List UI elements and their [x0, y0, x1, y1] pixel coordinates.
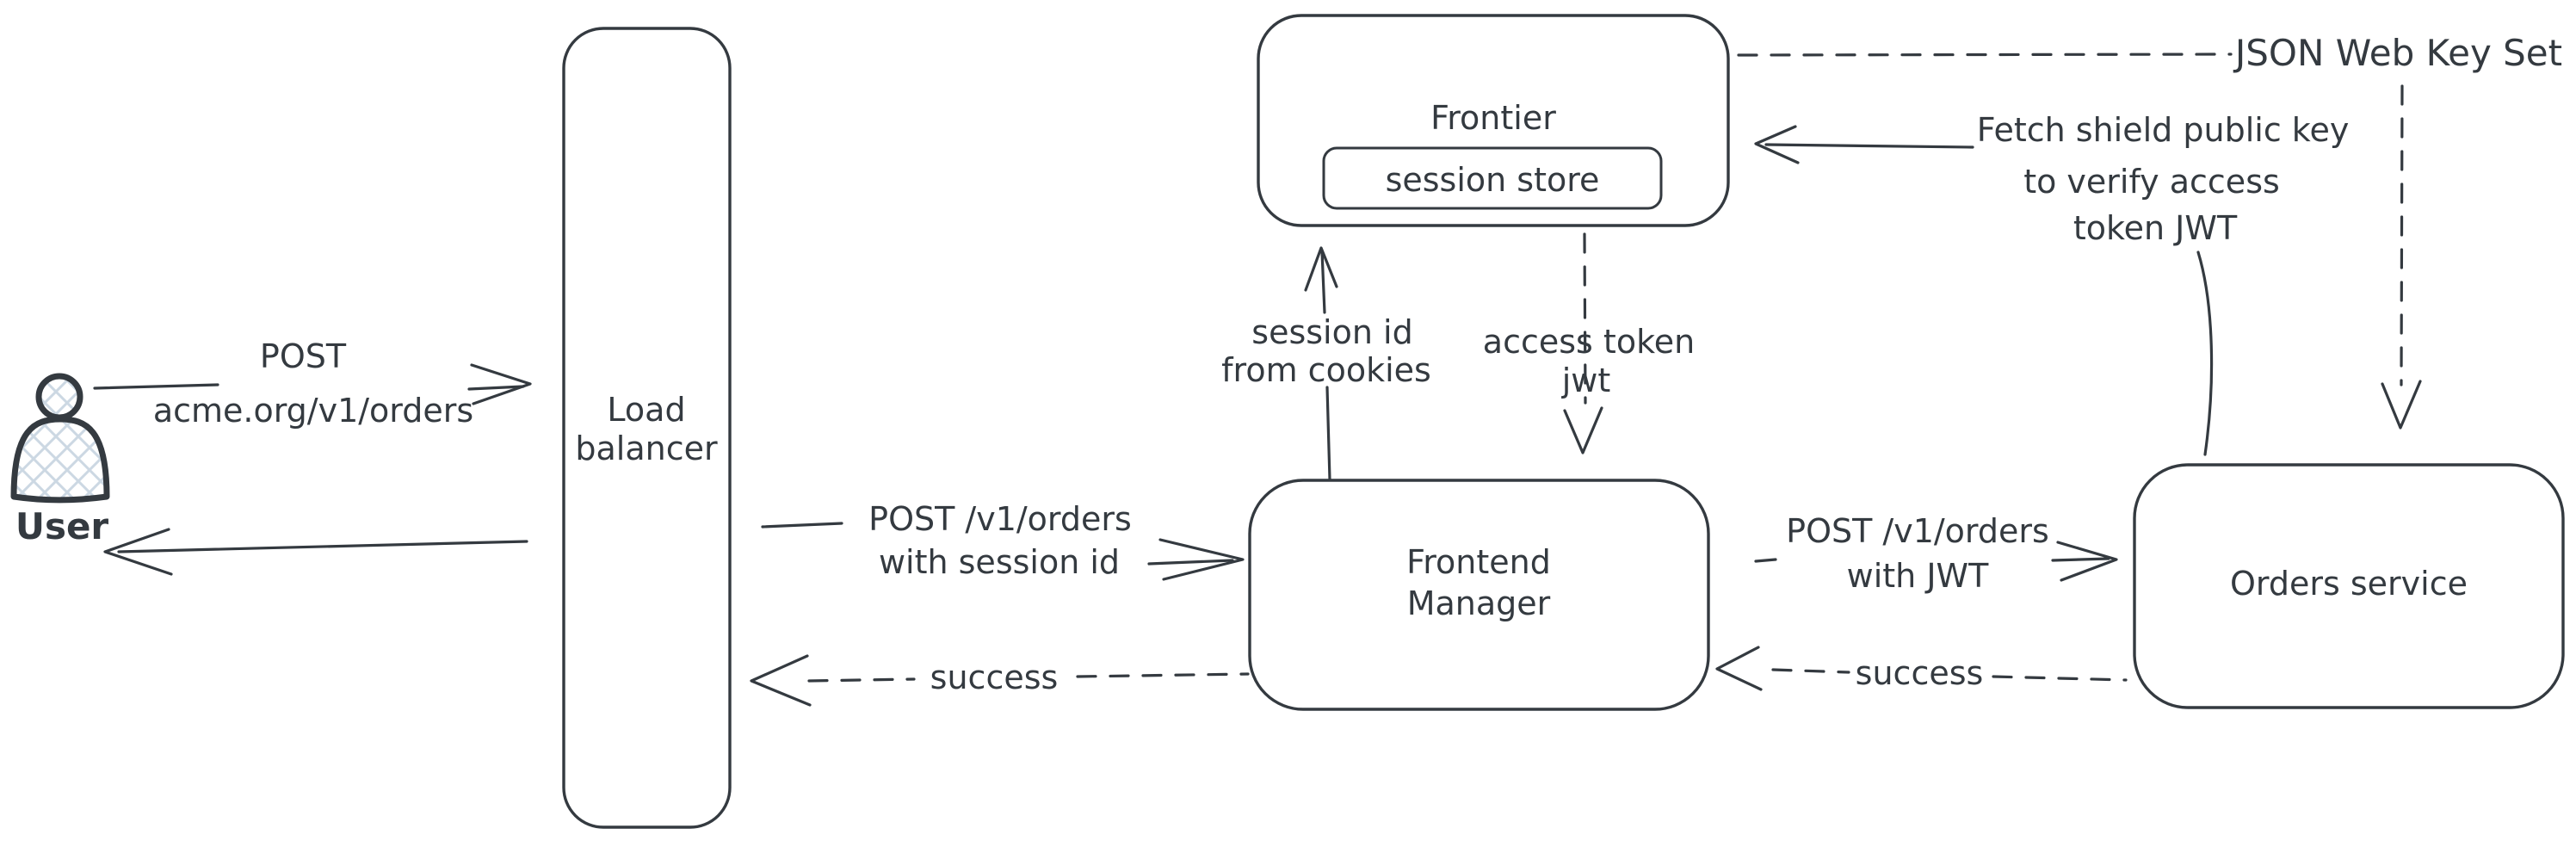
arrow-line: [1325, 386, 1331, 481]
node-load-balancer[interactable]: Load balancer: [562, 27, 732, 829]
edge-frontend-manager-to-frontier[interactable]: session id from cookies: [1221, 246, 1431, 481]
edge-label-line1: POST /v1/orders: [1786, 512, 2049, 550]
edge-frontier-to-jwks[interactable]: JSON Web Key Set: [1737, 32, 2562, 430]
dashed-line: [1992, 675, 2128, 682]
node-frontend-manager[interactable]: Frontend Manager: [1248, 479, 1710, 711]
edge-orders-service-to-frontier[interactable]: Fetch shield public key to verify access…: [1754, 111, 2350, 456]
dashed-line: [2400, 84, 2404, 386]
frontend-manager-box[interactable]: [1248, 479, 1710, 711]
arrowhead-right-icon: [2056, 541, 2118, 582]
edge-label-line1: POST: [260, 337, 347, 375]
arrow-line: [2051, 557, 2110, 562]
load-balancer-label-line1: Load: [607, 391, 685, 429]
edge-label: success: [1856, 654, 1984, 692]
edge-frontend-manager-to-orders-service[interactable]: POST /v1/orders with JWT: [1754, 512, 2118, 595]
edge-label-line2: from cookies: [1221, 351, 1431, 389]
edge-frontier-to-frontend-manager[interactable]: access token jwt: [1483, 232, 1695, 454]
arrow-line: [1320, 250, 1326, 314]
edge-label: success: [930, 658, 1059, 696]
arrowhead-left-icon: [1754, 125, 1800, 164]
session-store-box[interactable]: [1322, 146, 1663, 210]
edge-label-line2: with JWT: [1847, 557, 1989, 595]
edge-label-line2: with session id: [879, 543, 1120, 581]
curved-line: [2196, 250, 2214, 456]
user-body-icon: [10, 416, 110, 504]
user-head-icon: [35, 373, 83, 421]
frontier-label: Frontier: [1430, 99, 1556, 137]
arrow-line: [1764, 143, 1974, 149]
node-frontier[interactable]: Frontier session store: [1257, 14, 1730, 227]
arrow-line: [1754, 558, 1777, 563]
dashed-line: [1737, 53, 2233, 57]
arrowhead-right-icon: [1158, 538, 1245, 581]
arrowhead-right-icon: [470, 363, 532, 405]
edge-load-balancer-to-frontend-manager[interactable]: POST /v1/orders with session id: [761, 500, 1245, 581]
frontend-manager-label-line2: Manager: [1407, 584, 1551, 622]
user-label: User: [15, 505, 109, 547]
dashed-line: [1771, 668, 1850, 674]
load-balancer-box[interactable]: [562, 27, 732, 829]
jwks-label: JSON Web Key Set: [2233, 32, 2562, 74]
session-store-label: session store: [1386, 161, 1600, 199]
orders-service-label: Orders service: [2230, 565, 2468, 603]
arrow-line: [1147, 559, 1234, 566]
edge-label-line1: POST /v1/orders: [868, 500, 1132, 538]
arrow-line: [761, 522, 843, 529]
edge-load-balancer-to-user[interactable]: [103, 528, 528, 576]
dashed-line: [1076, 672, 1250, 678]
node-orders-service[interactable]: Orders service: [2133, 463, 2565, 709]
arrow-line: [467, 385, 525, 391]
orders-service-box[interactable]: [2133, 463, 2565, 709]
arrow-line: [117, 540, 528, 553]
arrowhead-left-icon: [103, 528, 173, 576]
edge-frontend-manager-to-load-balancer-success[interactable]: success: [750, 654, 1250, 707]
arrowhead-left-icon: [1715, 646, 1763, 691]
arrowhead-down-icon: [2381, 380, 2422, 430]
edge-label-line2: acme.org/v1/orders: [153, 392, 473, 430]
dashed-line: [807, 677, 916, 683]
edge-user-to-load-balancer[interactable]: POST acme.org/v1/orders: [93, 337, 532, 430]
arrowhead-up-icon: [1304, 246, 1338, 292]
edge-label-line1: Fetch shield public key: [1977, 111, 2350, 149]
edge-label-line2: jwt: [1561, 362, 1611, 399]
user-actor[interactable]: User: [10, 373, 110, 547]
edge-label-line2: to verify access: [2023, 163, 2280, 201]
edge-label-line1: session id: [1251, 313, 1412, 351]
edge-label-line1: access token: [1483, 323, 1695, 361]
frontend-manager-label-line1: Frontend: [1406, 543, 1551, 581]
edge-orders-service-to-frontend-manager-success[interactable]: success: [1715, 646, 2128, 692]
arrow-line: [93, 383, 219, 390]
edge-label-line3: token JWT: [2073, 209, 2238, 247]
load-balancer-label-line2: balancer: [575, 430, 718, 467]
arrowhead-left-icon: [750, 654, 812, 707]
arrowhead-down-icon: [1563, 406, 1603, 454]
